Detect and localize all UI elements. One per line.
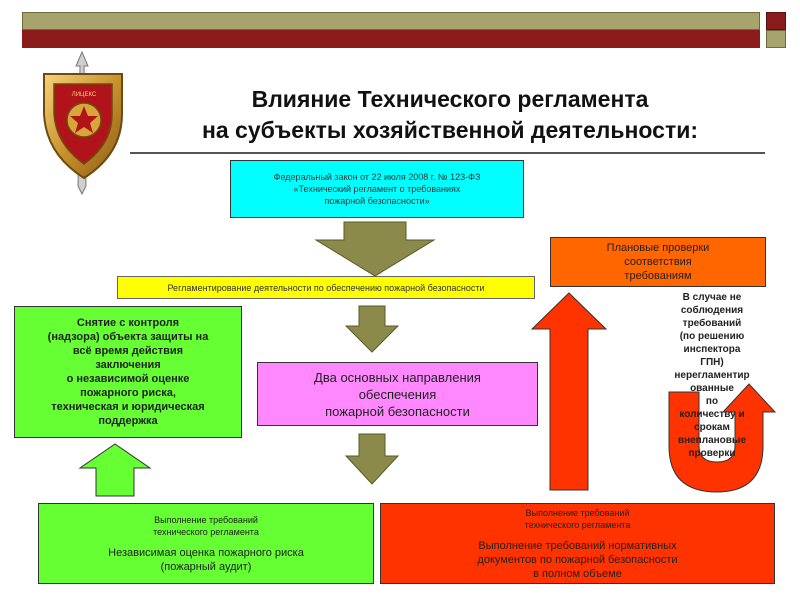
down-arrow-lower-icon — [344, 433, 400, 485]
center-line-2: обеспечения — [358, 386, 437, 402]
top-square-olive — [766, 30, 786, 48]
slide-title: Влияние Технического регламента на субъе… — [150, 84, 750, 146]
left-line-2: (надзора) объекта защиты на — [47, 331, 209, 343]
side-line-6: ГПН) — [700, 357, 724, 368]
u-turn-arrow-icon — [668, 383, 777, 493]
planned-checks-box: Плановые проверки соответствия требовани… — [550, 237, 766, 287]
law-line-2: «Технический регламент о требованиях — [293, 184, 461, 194]
regulation-box: Регламентирование деятельности по обеспе… — [117, 276, 535, 299]
side-line-11: срокам — [694, 422, 730, 433]
law-line-3: пожарной безопасности» — [324, 196, 430, 206]
left-line-6: пожарного риска, — [80, 387, 176, 399]
title-line-1: Влияние Технического регламента — [251, 86, 649, 112]
law-box: Федеральный закон от 22 июля 2008 г. № 1… — [230, 160, 524, 218]
top-square-red — [766, 12, 786, 30]
down-arrow-icon — [314, 221, 436, 277]
top-bar-red — [22, 30, 760, 48]
side-line-8: ованные — [690, 383, 734, 394]
center-line-3: пожарной безопасности — [325, 403, 470, 419]
center-line-1: Два основных направления — [314, 369, 481, 385]
audit-main-1: Независимая оценка пожарного риска — [108, 546, 304, 559]
audit-main-2: (пожарный аудит) — [160, 560, 252, 573]
emblem-shield-icon: ЛИЦЕКС — [43, 50, 123, 196]
compliance-main-3: в полном объеме — [533, 567, 622, 580]
left-line-1: Снятие с контроля — [76, 317, 180, 329]
unplanned-checks-text: В случае не соблюдения требований (по ре… — [658, 291, 766, 460]
side-line-3: требований — [682, 318, 742, 329]
compliance-main-2: документов по пожарной безопасности — [477, 553, 678, 566]
left-line-5: о независимой оценке — [66, 373, 190, 385]
side-line-4: (по решению — [679, 331, 745, 342]
compliance-small-1: Выполнение требований — [525, 507, 630, 518]
left-line-7: техническая и юридическая — [51, 401, 205, 413]
planned-line-1: Плановые проверки — [606, 242, 710, 254]
side-line-1: В случае не — [682, 292, 742, 303]
left-line-3: всё время действия — [72, 345, 184, 357]
side-line-12: внеплановые — [677, 435, 747, 446]
audit-small-2: технического регламента — [153, 526, 259, 537]
two-directions-box: Два основных направления обеспечения пож… — [257, 362, 538, 426]
up-arrow-green-icon — [78, 443, 152, 497]
up-arrow-red-icon — [530, 292, 608, 491]
deregistration-box: Снятие с контроля (надзора) объекта защи… — [14, 306, 242, 438]
side-line-7: нерегламентир — [674, 370, 750, 381]
down-arrow-small-icon — [344, 305, 400, 353]
planned-line-3: требованиям — [624, 270, 692, 282]
title-line-2: на субъекты хозяйственной деятельности: — [201, 117, 699, 143]
planned-line-2: соответствия — [624, 256, 692, 268]
full-compliance-box: Выполнение требований технического регла… — [380, 503, 775, 584]
fire-audit-box: Выполнение требований технического регла… — [38, 503, 374, 584]
compliance-main-1: Выполнение требований нормативных — [478, 539, 677, 552]
side-line-5: инспектора — [683, 344, 741, 355]
top-bar-olive — [22, 12, 760, 30]
regulation-text: Регламентирование деятельности по обеспе… — [167, 282, 485, 293]
side-line-13: проверки — [688, 448, 736, 459]
side-line-10: количеству и — [679, 409, 745, 420]
audit-small-1: Выполнение требований — [154, 514, 258, 525]
emblem-text: ЛИЦЕКС — [72, 92, 97, 98]
law-line-1: Федеральный закон от 22 июля 2008 г. № 1… — [273, 172, 481, 182]
side-line-2: соблюдения — [680, 305, 744, 316]
compliance-small-2: технического регламента — [524, 519, 631, 530]
side-line-9: по — [705, 396, 719, 407]
left-line-8: поддержка — [98, 415, 158, 427]
title-divider — [130, 152, 765, 154]
left-line-4: заключения — [95, 359, 161, 371]
